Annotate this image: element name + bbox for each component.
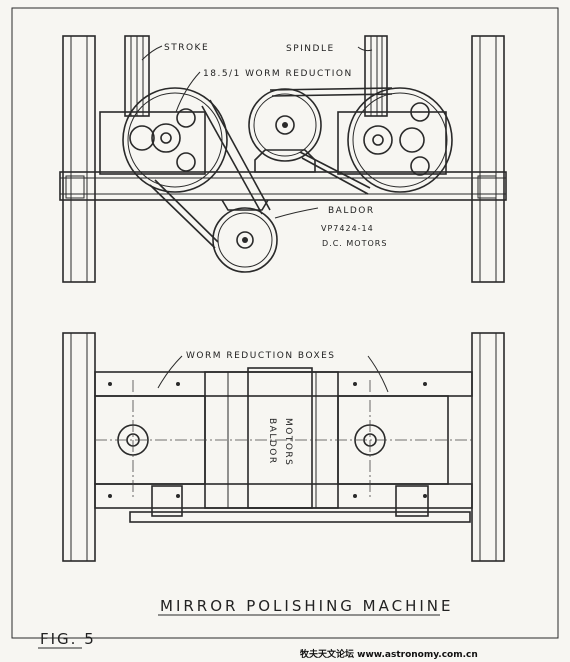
- worm-reduction-boxes-label: WORM REDUCTION BOXES: [186, 351, 336, 361]
- horizontal-beam: [59, 171, 507, 201]
- page-border: [11, 7, 559, 639]
- left-frame-post-bottom: [62, 332, 96, 562]
- drive-belts: [149, 87, 393, 249]
- bolt-marks: [108, 382, 427, 498]
- motors-vertical-label: MOTORS: [283, 418, 293, 466]
- right-frame-post-bottom: [471, 332, 505, 562]
- upper-rail: [94, 371, 473, 397]
- left-gearbox: [99, 111, 206, 175]
- right-gearbox: [337, 111, 447, 175]
- lower-motor-pulley: [212, 207, 278, 273]
- motor-body: [247, 367, 313, 509]
- drawing-title: MIRROR POLISHING MACHINE: [160, 597, 454, 615]
- baldor-vertical-label: BALDOR: [267, 418, 277, 465]
- bottom-view: WORM REDUCTION BOXES BALDOR MOTORS: [62, 332, 505, 562]
- top-view: STROKE SPINDLE 18.5/1 WORM REDUCTION BAL…: [59, 35, 507, 283]
- left-frame-post-top: [62, 35, 96, 283]
- lower-motor-bracket: [221, 199, 269, 211]
- figure-label: FIG. 5: [40, 630, 96, 648]
- worm-reduction-label: 18.5/1 WORM REDUCTION: [203, 69, 353, 79]
- leader-lines-top: [141, 45, 373, 219]
- right-frame-post-top: [471, 35, 505, 283]
- right-large-pulley: [347, 87, 453, 193]
- bottom-pulley-right: [395, 485, 429, 517]
- spindle-shaft: [364, 35, 388, 117]
- stroke-label: STROKE: [164, 43, 209, 53]
- baldor-label: BALDOR: [328, 206, 375, 216]
- dc-motors-label: D.C. MOTORS: [322, 239, 387, 248]
- spindle-label: SPINDLE: [286, 44, 335, 54]
- bottom-pulley-left: [151, 485, 183, 517]
- drive-belt-edge: [129, 511, 471, 523]
- model-label: VP7424-14: [321, 224, 374, 233]
- left-large-pulley: [122, 87, 228, 193]
- watermark: 牧夫天文论坛 www.astronomy.com.cn: [300, 648, 478, 660]
